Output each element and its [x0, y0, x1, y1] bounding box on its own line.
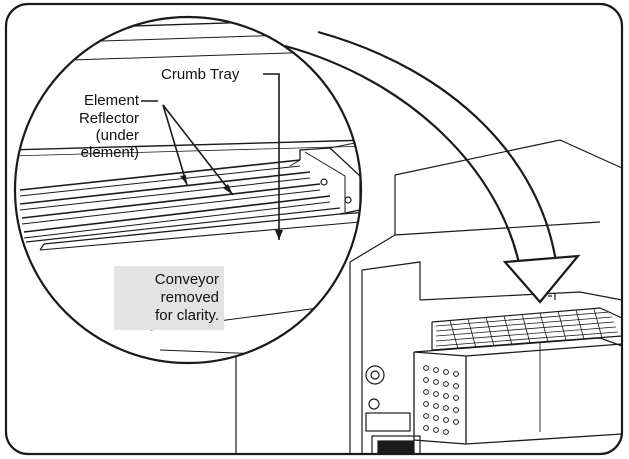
- oven-unit: [235, 139, 623, 455]
- note-background: [114, 266, 224, 330]
- reflector-arrowhead-2: [223, 184, 233, 195]
- leader-lines: [141, 73, 280, 240]
- note-line3: for clarity.: [155, 307, 219, 324]
- reflector-label-line3: element): [81, 144, 139, 161]
- note-line1: Conveyor: [155, 271, 219, 288]
- crumb-tray-arrowhead: [275, 230, 283, 240]
- note-line2: removed: [161, 289, 219, 306]
- reflector-label-line2: (under: [96, 127, 139, 144]
- conveyor-grid: [431, 307, 623, 351]
- reflector-label-line1: Reflector: [79, 110, 139, 127]
- magnify-arrow: [284, 30, 581, 304]
- magnified-circle-bg: [15, 17, 361, 363]
- magnified-detail: [15, 17, 361, 355]
- reflector-arrowhead-1: [180, 175, 187, 185]
- crumb-tray-drawer: [413, 337, 623, 445]
- magnified-circle-border: [13, 15, 363, 365]
- crumb-tray-label: Crumb Tray: [161, 66, 240, 83]
- element-label: Element: [84, 92, 140, 109]
